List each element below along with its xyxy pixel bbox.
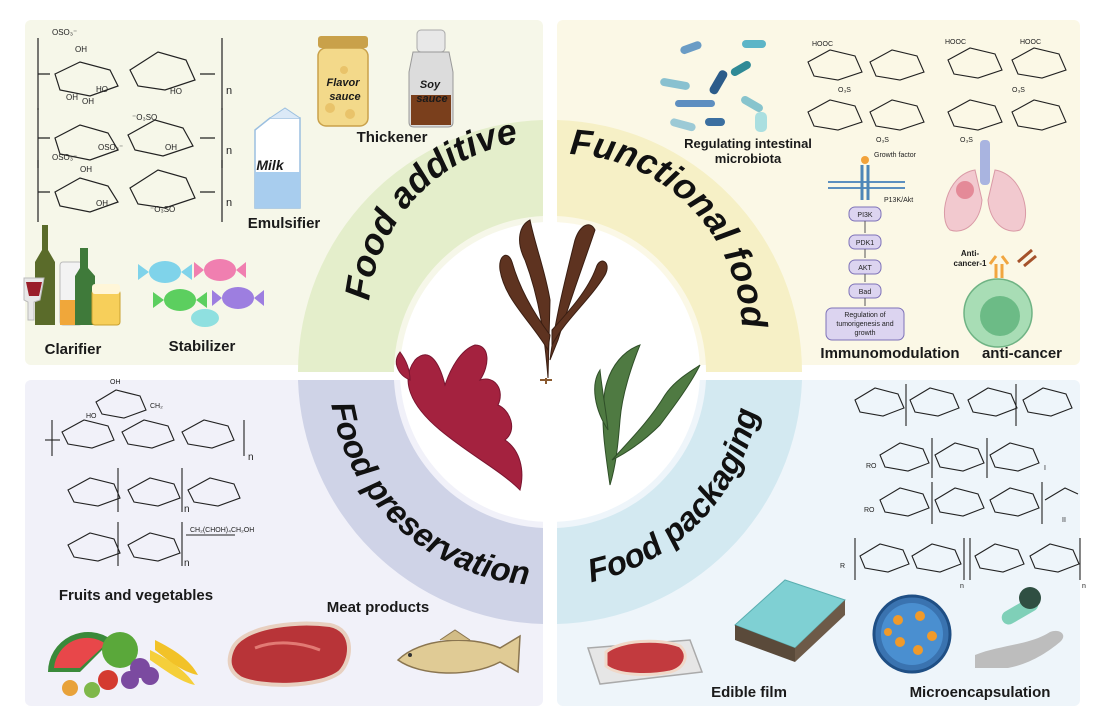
gut-bacteria-icon	[660, 40, 767, 132]
svg-text:HO: HO	[86, 413, 97, 420]
pathway-growth-factor: Growth factor	[874, 152, 917, 159]
chem-structures-functional	[807, 47, 1067, 131]
hand-pills-icon	[975, 587, 1064, 668]
fish-icon	[396, 629, 521, 674]
svg-text:n: n	[226, 85, 232, 97]
svg-text:n: n	[184, 504, 190, 515]
chem-labels-functional: HOOC HOOC HOOC O₃S O₃S O₃S O₃S	[812, 39, 1041, 144]
svg-text:HOOC: HOOC	[1020, 39, 1041, 46]
svg-text:R: R	[840, 563, 845, 570]
flavor-label-line1: Flavor	[326, 77, 360, 89]
label-microbiota: microbiota	[715, 151, 782, 166]
svg-text:HOOC: HOOC	[945, 39, 966, 46]
milk-label: Milk	[256, 157, 284, 173]
ring-additive	[297, 120, 543, 372]
label-meat-products: Meat products	[327, 599, 430, 616]
flavor-sauce-jar-icon	[317, 36, 369, 127]
wrapped-candies-icon	[138, 259, 264, 327]
chem-structures-preservation	[45, 389, 245, 566]
label-clarifier: Clarifier	[45, 341, 102, 358]
chem-labels-preservation: OH HO CH₂ n n n CH₂(CHOH)₄CH₂OH	[86, 379, 254, 569]
pathway-akt: AKT	[858, 265, 872, 272]
svg-text:OH: OH	[80, 165, 92, 174]
svg-text:OSO₃⁻: OSO₃⁻	[52, 153, 77, 162]
pathway-regulation-1: Regulation of	[844, 312, 885, 319]
svg-text:OH: OH	[96, 199, 108, 208]
label-immunomodulation: Immunomodulation	[820, 345, 959, 362]
anti-cancer-label-1: Anti-	[961, 249, 980, 258]
soy-sauce-bottle-icon	[408, 29, 454, 128]
svg-text:⁻O₃SO: ⁻O₃SO	[150, 205, 175, 214]
label-microencapsulation: Microencapsulation	[910, 684, 1051, 701]
immune-cell-icon	[963, 248, 1037, 348]
svg-text:OH: OH	[66, 93, 78, 102]
svg-text:n: n	[248, 452, 254, 463]
svg-text:RO: RO	[866, 463, 877, 470]
label-edible-film: Edible film	[711, 684, 787, 701]
brown-seaweed-icon	[499, 219, 608, 384]
ring-preservation	[298, 380, 543, 624]
pathway-regulation-2: tumorigenesis and	[836, 321, 893, 328]
svg-text:OH: OH	[75, 45, 87, 54]
label-fruits-vegetables: Fruits and vegetables	[59, 587, 213, 604]
ring-packaging	[557, 380, 802, 624]
svg-text:CH₂(CHOH)₄CH₂OH: CH₂(CHOH)₄CH₂OH	[190, 527, 254, 534]
svg-text:HO: HO	[170, 87, 182, 96]
milk-carton-icon	[254, 107, 301, 209]
label-regulating-intestinal: Regulating intestinal	[684, 136, 812, 151]
pathway-bad: Bad	[859, 289, 872, 296]
soy-label-line1: Soy	[420, 79, 441, 91]
label-anti-cancer: anti-cancer	[982, 345, 1062, 362]
pathway-pi3k: PI3K	[857, 212, 873, 219]
lungs-icon	[943, 140, 1027, 232]
svg-text:O₃S: O₃S	[1012, 87, 1025, 94]
svg-text:O₃S: O₃S	[838, 87, 851, 94]
svg-text:n: n	[1082, 583, 1086, 590]
ring-functional	[557, 120, 803, 372]
beverage-bottles-icon	[23, 225, 121, 326]
svg-text:O₃S: O₃S	[876, 137, 889, 144]
svg-text:n: n	[226, 197, 232, 209]
svg-text:I: I	[1044, 465, 1046, 472]
svg-text:II: II	[1062, 517, 1066, 524]
anti-cancer-label-2: cancer-1	[954, 259, 987, 268]
label-thickener: Thickener	[357, 129, 428, 146]
soy-label-line2: sauce	[416, 93, 447, 105]
svg-text:OH: OH	[82, 97, 94, 106]
chem-structures-additive	[37, 38, 223, 222]
pathway-labels: Growth factor P13K/Akt PI3K PDK1 AKT Bad…	[836, 152, 916, 337]
flavor-label-line2: sauce	[329, 91, 360, 103]
svg-text:n: n	[184, 558, 190, 569]
edible-film-icon	[734, 579, 846, 662]
svg-text:HOOC: HOOC	[812, 41, 833, 48]
microcapsule-icon	[872, 594, 952, 674]
pathway-p13k-akt: P13K/Akt	[884, 197, 913, 204]
meat-steak-icon	[227, 621, 351, 687]
svg-text:OH: OH	[165, 143, 177, 152]
svg-text:O₃S: O₃S	[960, 137, 973, 144]
chem-structures-packaging	[854, 384, 1081, 580]
green-seaweed-icon	[594, 344, 701, 486]
red-seaweed-icon	[395, 344, 523, 491]
pathway-pdk1: PDK1	[856, 240, 874, 247]
svg-text:CH₂: CH₂	[150, 403, 163, 410]
svg-text:⁻O₃SO: ⁻O₃SO	[132, 113, 157, 122]
svg-text:n: n	[226, 145, 232, 157]
svg-text:OSO₃⁻: OSO₃⁻	[52, 28, 77, 37]
pi3k-akt-pathway	[825, 156, 905, 341]
packaged-meat-icon	[586, 639, 704, 685]
fruits-vegetables-icon	[48, 632, 198, 698]
label-stabilizer: Stabilizer	[169, 338, 236, 355]
svg-text:OSO₃⁻: OSO₃⁻	[98, 143, 123, 152]
svg-text:n: n	[960, 583, 964, 590]
svg-text:HO: HO	[96, 85, 108, 94]
svg-text:OH: OH	[110, 379, 121, 386]
pathway-regulation-3: growth	[854, 330, 875, 337]
svg-text:RO: RO	[864, 507, 875, 514]
ring-inner-white	[400, 222, 700, 522]
label-emulsifier: Emulsifier	[248, 215, 321, 232]
